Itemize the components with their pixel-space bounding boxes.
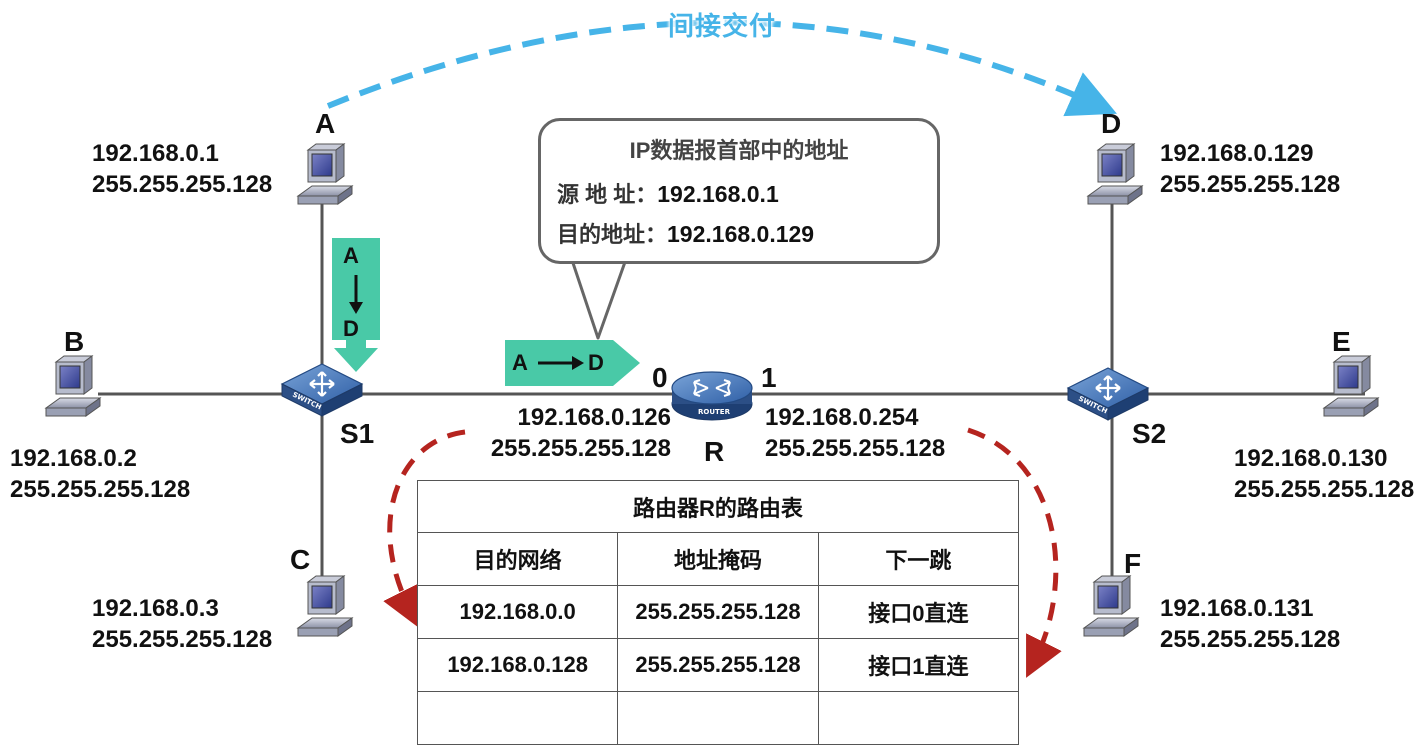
host-F-mask: 255.255.255.128 (1160, 626, 1341, 653)
host-F-ip: 192.168.0.131 (1160, 595, 1314, 622)
packet-tag-vertical-to: D (343, 316, 359, 341)
lookup-arrow-left (383, 429, 466, 628)
router-port-1-address: 192.168.0.254 255.255.255.128 (765, 402, 945, 464)
router-port-0-ip: 192.168.0.126 (517, 404, 671, 431)
router-port-0-mask: 255.255.255.128 (490, 435, 671, 462)
routing-table-caption: 路由器R的路由表 (417, 480, 1019, 533)
host-C-ip: 192.168.0.3 (92, 595, 219, 622)
host-E-label: E (1332, 326, 1351, 357)
table-row: 192.168.0.128 255.255.255.128 接口1直连 (416, 638, 1020, 692)
host-D-label: D (1101, 108, 1122, 139)
host-C-address: 192.168.0.3 255.255.255.128 (92, 593, 272, 655)
callout-source-row: 源 地 址：192.168.0.1 (557, 177, 779, 209)
host-D-mask: 255.255.255.128 (1160, 171, 1341, 198)
router-R-label: R (704, 436, 725, 467)
ip-header-callout: IP数据报首部中的地址 源 地 址：192.168.0.1 目的地址：192.1… (538, 118, 940, 264)
callout-title: IP数据报首部中的地址 (629, 138, 849, 163)
table-cell: 接口0直连 (817, 585, 1020, 639)
table-cell (416, 691, 619, 745)
host-F-address: 192.168.0.131 255.255.255.128 (1160, 593, 1340, 655)
packet-tag-horizontal (505, 340, 640, 386)
router-port-1-ip: 192.168.0.254 (765, 404, 919, 431)
host-D-address: 192.168.0.129 255.255.255.128 (1160, 138, 1340, 200)
router-port-1-mask: 255.255.255.128 (765, 435, 946, 462)
table-cell: 接口1直连 (817, 638, 1020, 692)
host-B-address: 192.168.0.2 255.255.255.128 (10, 443, 190, 505)
table-row: 192.168.0.0 255.255.255.128 接口0直连 (416, 585, 1020, 639)
host-A-mask: 255.255.255.128 (92, 171, 273, 198)
table-cell (617, 691, 819, 745)
switch-S1-label: S1 (340, 418, 375, 449)
indirect-delivery-title: 间接交付 (668, 11, 777, 41)
table-row (416, 691, 1020, 745)
host-E-address: 192.168.0.130 255.255.255.128 (1234, 443, 1414, 505)
routing-table-header-destination: 目的网络 (416, 532, 619, 586)
indirect-delivery-arrow (326, 19, 1117, 117)
host-B-ip: 192.168.0.2 (10, 445, 137, 472)
host-F-pc-icon (1083, 575, 1139, 637)
callout-tail (570, 259, 627, 340)
table-cell: 192.168.0.0 (416, 585, 619, 639)
table-cell: 255.255.255.128 (617, 585, 819, 639)
host-E-mask: 255.255.255.128 (1234, 476, 1415, 503)
switch-S1-icon: SWITCH (280, 363, 364, 417)
routing-table-header-next-hop: 下一跳 (817, 532, 1020, 586)
host-C-pc-icon (297, 575, 353, 637)
switch-S2-label: S2 (1132, 418, 1167, 449)
routing-table: 路由器R的路由表 目的网络 地址掩码 下一跳 192.168.0.0 255.2… (416, 480, 1020, 745)
packet-tag-horizontal-from: A (512, 350, 528, 375)
host-A-ip: 192.168.0.1 (92, 140, 219, 167)
table-cell: 192.168.0.128 (416, 638, 619, 692)
host-D-ip: 192.168.0.129 (1160, 140, 1314, 167)
router-port-0-label: 0 (652, 362, 668, 393)
host-C-label: C (290, 544, 311, 575)
host-D-pc-icon (1087, 143, 1143, 205)
host-A-label: A (315, 108, 336, 139)
table-cell: 255.255.255.128 (617, 638, 819, 692)
host-E-ip: 192.168.0.130 (1234, 445, 1388, 472)
callout-destination-label: 目的地址： (557, 222, 668, 247)
routing-table-header-mask: 地址掩码 (617, 532, 819, 586)
packet-tag-vertical-from: A (343, 243, 359, 268)
callout-source-label: 源 地 址： (557, 182, 658, 207)
host-C-mask: 255.255.255.128 (92, 626, 273, 653)
router-port-0-address: 192.168.0.126 255.255.255.128 (488, 402, 671, 464)
switch-S2-icon: SWITCH (1066, 367, 1150, 421)
host-A-address: 192.168.0.1 255.255.255.128 (92, 138, 272, 200)
host-F-label: F (1124, 548, 1142, 579)
callout-source-value: 192.168.0.1 (657, 181, 779, 207)
host-B-label: B (64, 326, 85, 357)
callout-destination-row: 目的地址：192.168.0.129 (557, 217, 814, 249)
routing-table-header-row: 目的网络 地址掩码 下一跳 (416, 532, 1020, 586)
host-E-pc-icon (1323, 355, 1379, 417)
callout-destination-value: 192.168.0.129 (667, 221, 815, 247)
table-cell (817, 691, 1020, 745)
packet-tag-horizontal-to: D (588, 350, 604, 375)
router-R-icon: ROUTER (671, 371, 753, 421)
host-B-pc-icon (45, 355, 101, 417)
host-B-mask: 255.255.255.128 (10, 476, 191, 503)
host-A-pc-icon (297, 143, 353, 205)
router-icon-text: ROUTER (698, 408, 731, 416)
packet-tag-vertical (332, 238, 380, 372)
router-port-1-label: 1 (761, 362, 777, 393)
lookup-arrow-right (967, 427, 1062, 678)
